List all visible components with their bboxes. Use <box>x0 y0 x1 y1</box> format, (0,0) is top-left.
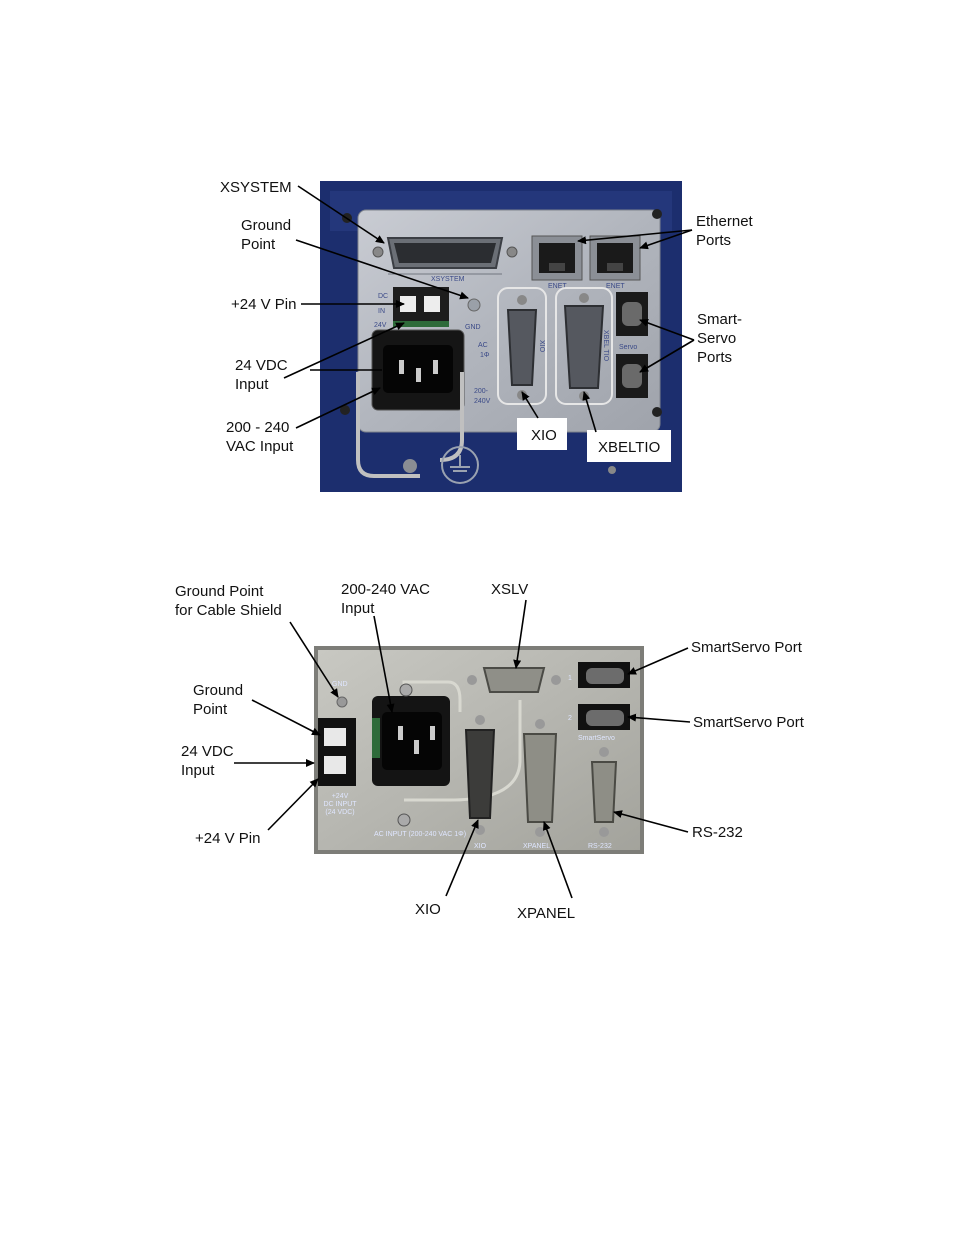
panel-gnd-text: GND <box>465 324 481 331</box>
panel-24v-text: 24V <box>374 322 387 329</box>
dc-terminal <box>393 287 449 327</box>
xsystem-connector <box>373 238 517 268</box>
ac-inlet-2 <box>372 696 450 786</box>
xpanel-connector-2 <box>524 719 556 837</box>
label-rs232: RS-232 <box>692 824 743 841</box>
dc-terminal-2 <box>318 718 356 786</box>
panel-xio-text: XIO <box>538 340 545 353</box>
panel2-port2-text: 2 <box>568 715 572 722</box>
panel2-xio-text: XIO <box>474 843 487 850</box>
panel2-ac-text: AC INPUT (200-240 VAC 1Φ) <box>374 831 466 838</box>
panel-phase-text: 1Φ <box>480 352 490 359</box>
panel-servo-text: Servo <box>619 344 637 351</box>
label-xslv: XSLV <box>491 581 528 598</box>
ethernet-port-left <box>532 236 582 280</box>
ground-stud <box>468 299 480 311</box>
panel2-gnd-text: GND <box>332 681 348 688</box>
arrow-24v-pin-2 <box>268 779 318 830</box>
panel-240-text: 240V <box>474 398 491 405</box>
label-xbeltio: XBELTIO <box>598 439 660 456</box>
label-xpanel: XPANEL <box>517 905 575 922</box>
ac-inlet <box>372 330 464 410</box>
xio-connector-2 <box>466 715 494 835</box>
panel-ac-text: AC <box>478 342 488 349</box>
label-xsystem: XSYSTEM <box>220 179 292 196</box>
panel-enet-right: ENET <box>606 283 625 290</box>
panel2-xpanel-text: XPANEL <box>523 843 550 850</box>
ethernet-port-right <box>590 236 640 280</box>
panel-in-text: IN <box>378 308 385 315</box>
panel2-rs232-text: RS-232 <box>588 843 612 850</box>
label-24v-pin: +24 V Pin <box>231 296 296 313</box>
label-smartservo-port-1: SmartServo Port <box>691 639 803 656</box>
label-smartservo-port-2: SmartServo Port <box>693 714 805 731</box>
panel-xbeltio-text: XBEL TIO <box>602 330 609 362</box>
label-xio-2: XIO <box>415 901 441 918</box>
chassis-screw <box>403 459 417 473</box>
label-24v-pin-2: +24 V Pin <box>195 830 260 847</box>
panel-200-text: 200- <box>474 388 489 395</box>
arrow-ground-point-2 <box>252 700 320 735</box>
panel2-port1-text: 1 <box>568 675 572 682</box>
panel-xsystem-text: XSYSTEM <box>431 276 465 283</box>
panel2-smartservo-text: SmartServo <box>578 735 615 742</box>
label-xio: XIO <box>531 427 557 444</box>
panel-dc-text: DC <box>378 293 388 300</box>
